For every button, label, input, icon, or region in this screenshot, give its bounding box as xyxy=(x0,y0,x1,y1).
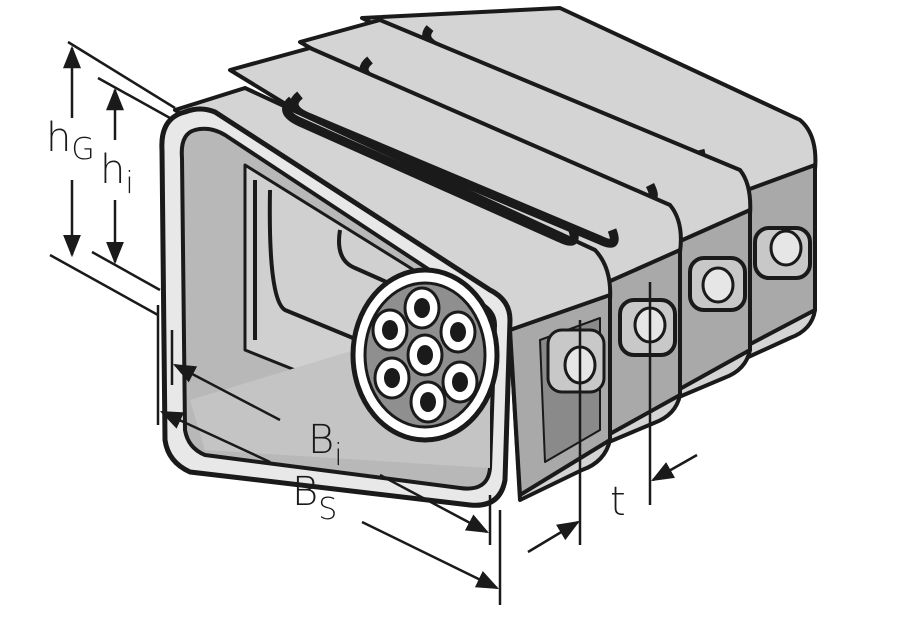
dimension-label-Bi: Bi xyxy=(308,417,343,473)
cable-bundle xyxy=(350,267,500,443)
dimension-label-hG: hG xyxy=(46,115,95,167)
dimension-label-hi: hi xyxy=(100,147,134,201)
dimension-label-BS: BS xyxy=(292,469,338,527)
dimension-label-t: t xyxy=(610,479,626,525)
dimension-lines xyxy=(49,40,698,605)
